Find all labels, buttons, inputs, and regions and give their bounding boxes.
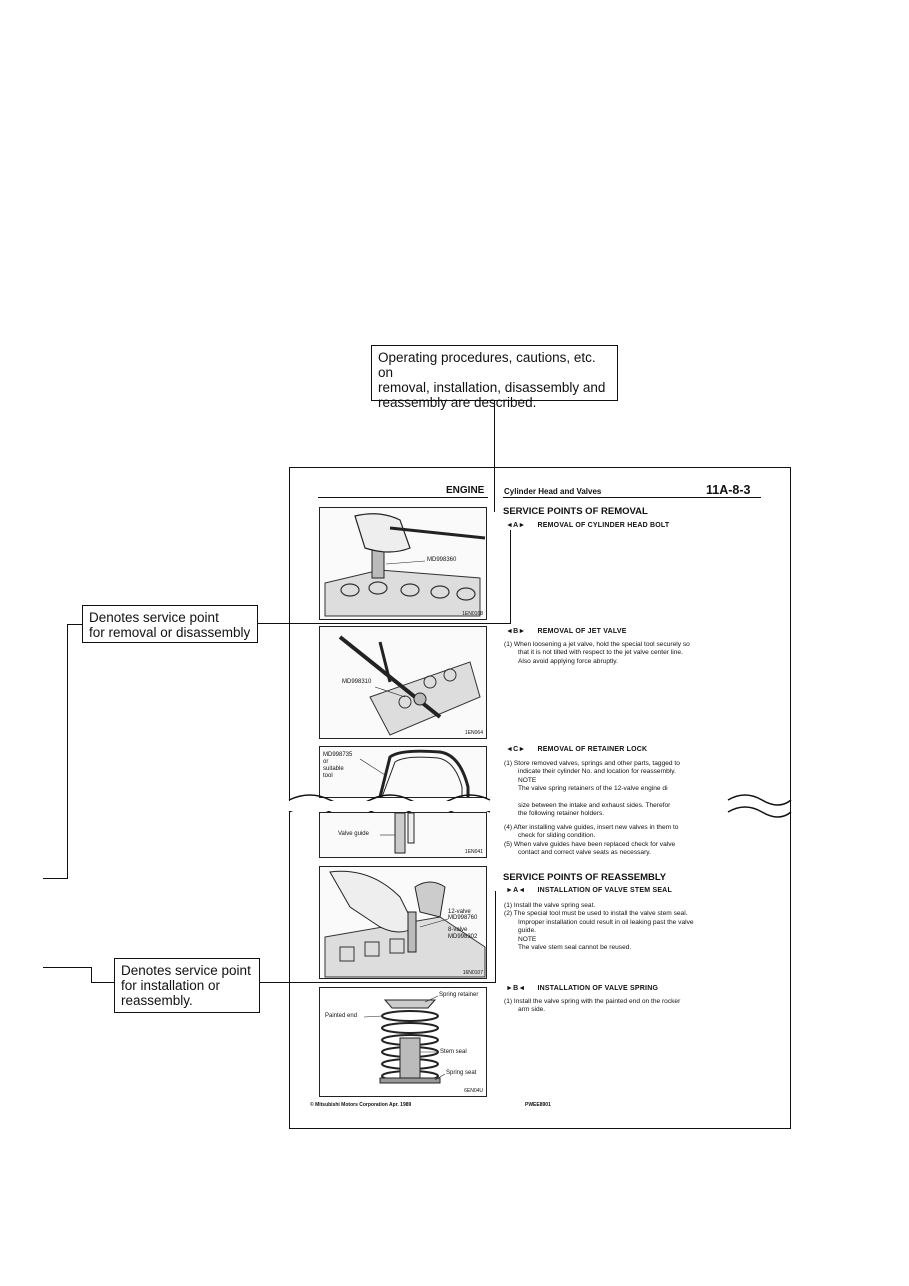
text-line: (4) After installing valve guides, inser… (504, 824, 679, 831)
callout-line: Operating procedures, cautions, etc. on (378, 350, 596, 380)
figure-label: Spring seat (446, 1070, 477, 1076)
text-line: Improper installation could result in oi… (518, 918, 694, 926)
figure-stem-seal-install: 12-valve MD998760 8-valve MD998302 16N01… (319, 866, 487, 979)
callout-line: for removal or disassembly (89, 625, 251, 640)
leader-line (258, 623, 510, 624)
removal-c-heading: ◄C► REMOVAL OF RETAINER LOCK (506, 746, 647, 753)
reassembly-section-title: SERVICE POINTS OF REASSEMBLY (503, 872, 667, 883)
text-line: (5) When valve guides have been replaced… (504, 840, 676, 848)
removal-section-title: SERVICE POINTS OF REMOVAL (503, 506, 648, 517)
leader-line (510, 530, 511, 624)
text-line: The valve stem seal cannot be reused. (518, 944, 632, 952)
leader-line (43, 878, 68, 879)
heading-text: REMOVAL OF CYLINDER HEAD BOLT (537, 522, 670, 529)
removal-c-text: (1) Store removed valves, springs and ot… (504, 760, 760, 794)
text-line: (2) The special tool must be used to ins… (504, 910, 688, 918)
figure-label: Spring retainer (439, 992, 479, 998)
text-line: (1) When loosening a jet valve, hold the… (504, 641, 690, 648)
leader-line (91, 967, 92, 982)
text-line: contact and correct valve seats as neces… (518, 849, 651, 857)
heading-text: INSTALLATION OF VALVE STEM SEAL (537, 887, 672, 894)
figure-code: 1EN0168 (462, 611, 483, 617)
text-line: arm side. (518, 1006, 546, 1014)
figure-jet-valve: MD998310 1EN064 (319, 626, 487, 739)
figure-label: 12-valve (448, 909, 471, 915)
service-mark-icon: ►A◄ (506, 887, 526, 894)
leader-line (67, 624, 82, 625)
figure-label: tool (323, 773, 333, 779)
figure-code: 6EN04U (464, 1088, 483, 1094)
text-line: The valve spring retainers of the 12-val… (518, 785, 668, 793)
callout-line: Denotes service point (89, 610, 219, 625)
figure-retainer-tool: MD998735 or suitable tool (319, 746, 487, 798)
leader-line (43, 967, 91, 968)
figure-label: Valve guide (338, 831, 369, 837)
text-line: (1) Store removed valves, springs and ot… (504, 760, 680, 767)
callout-install-point: Denotes service point for installation o… (114, 958, 260, 1013)
removal-b-heading: ◄B► REMOVAL OF JET VALVE (506, 628, 627, 635)
service-mark-icon: ◄B► (506, 628, 526, 635)
note-label: NOTE (518, 935, 537, 943)
header-title: Cylinder Head and Valves (504, 487, 602, 496)
figure-label: or (323, 759, 329, 765)
callout-line: reassembly are described. (378, 395, 537, 410)
text-line: that it is not tilted with respect to th… (518, 649, 683, 657)
callout-procedures: Operating procedures, cautions, etc. on … (371, 345, 618, 410)
text-line: (1) Install the valve spring seat. (504, 902, 596, 909)
heading-text: INSTALLATION OF VALVE SPRING (537, 985, 659, 992)
text-line: (1) Install the valve spring with the pa… (504, 998, 681, 1005)
leader-line (91, 982, 114, 983)
header-section: ENGINE (446, 485, 485, 496)
callout-removal-point: Denotes service point for removal or dis… (82, 605, 258, 643)
footer-copyright: © Mitsubishi Motors Corporation Apr. 198… (310, 1102, 412, 1108)
text-line: indicate their cylinder No. and location… (518, 768, 676, 776)
callout-line: for installation or (121, 978, 221, 993)
figure-label: suitable (323, 766, 344, 772)
removal-c-text-lower: (4) After installing valve guides, inser… (504, 824, 760, 858)
reassembly-a-heading: ►A◄ INSTALLATION OF VALVE STEM SEAL (506, 887, 672, 894)
text-line: the following retainer holders. (518, 810, 605, 818)
figure-label: Stem seal (440, 1049, 467, 1055)
leader-line (494, 401, 495, 512)
text-line: Also avoid applying force abruptly. (518, 657, 618, 665)
figure-cylinder-head-bolt: MD998360 1EN0168 (319, 507, 487, 620)
header-page-number: 11A-8-3 (706, 483, 751, 497)
text-line: guide. (518, 927, 536, 935)
figure-label: 8-valve (448, 927, 468, 933)
figure-valve-guide: Valve guide 1EN041 (319, 812, 487, 858)
figure-label: MD998760 (448, 915, 478, 921)
removal-a-heading: ◄A► REMOVAL OF CYLINDER HEAD BOLT (506, 522, 669, 529)
figure-code: 1EN064 (464, 730, 483, 736)
reassembly-b-heading: ►B◄ INSTALLATION OF VALVE SPRING (506, 985, 658, 992)
figure-code: 1EN041 (464, 849, 483, 855)
header-rule (503, 497, 761, 498)
figure-label: MD998310 (342, 679, 372, 685)
footer-code: PWEE8901 (525, 1102, 551, 1108)
figure-valve-spring: Spring retainer Painted end Stem seal Sp… (319, 987, 487, 1097)
reassembly-a-text: (1) Install the valve spring seat. (2) T… (504, 902, 760, 952)
removal-c-text-cont: size between the intake and exhaust side… (504, 802, 744, 819)
note-label: NOTE (518, 776, 537, 784)
leader-line (495, 891, 496, 983)
service-mark-icon: ◄C► (506, 746, 526, 753)
service-mark-icon: ►B◄ (506, 985, 526, 992)
removal-b-text: (1) When loosening a jet valve, hold the… (504, 641, 760, 666)
header-rule (318, 497, 488, 498)
figure-code: 16N0107 (462, 970, 483, 976)
leader-line (67, 624, 68, 879)
callout-line: removal, installation, disassembly and (378, 380, 606, 395)
leader-line (260, 982, 496, 983)
reassembly-b-text: (1) Install the valve spring with the pa… (504, 998, 760, 1015)
figure-label: MD998735 (323, 752, 353, 758)
callout-line: Denotes service point (121, 963, 251, 978)
heading-text: REMOVAL OF RETAINER LOCK (537, 746, 648, 753)
figure-label: MD998302 (448, 934, 478, 940)
service-mark-icon: ◄A► (506, 522, 526, 529)
figure-label: MD998360 (427, 557, 457, 563)
text-line: size between the intake and exhaust side… (518, 802, 671, 809)
figure-label: Painted end (325, 1013, 358, 1019)
text-line: check for sliding condition. (518, 832, 596, 840)
heading-text: REMOVAL OF JET VALVE (537, 628, 627, 635)
callout-line: reassembly. (121, 993, 193, 1008)
